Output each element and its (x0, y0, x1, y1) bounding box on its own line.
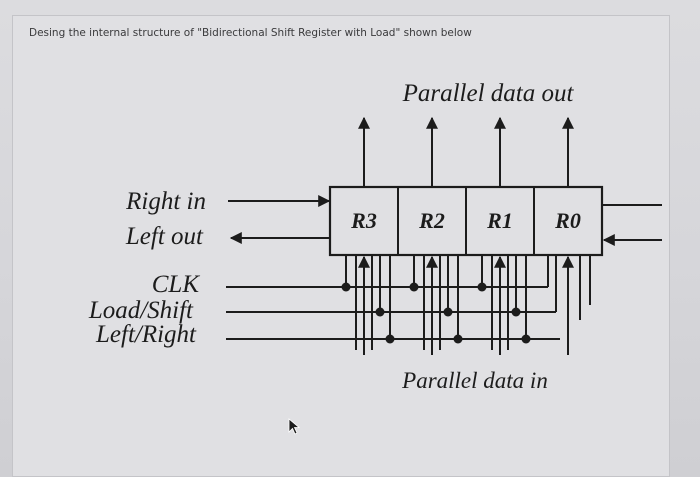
input-wiring (345, 255, 591, 355)
register-r1-label: R1 (486, 208, 513, 233)
question-text: Desing the internal structure of "Bidire… (29, 27, 472, 39)
clk-label: CLK (152, 271, 201, 298)
junction-dots (341, 282, 531, 344)
register-r2-label: R2 (418, 208, 445, 233)
parallel-data-out-label: Parallel data out (402, 80, 575, 107)
question-card: Desing the internal structure of "Bidire… (12, 15, 670, 477)
pointer-cursor-icon (288, 418, 301, 435)
control-lines (226, 286, 560, 340)
register-r0-label: R0 (554, 208, 581, 233)
register-r3-label: R3 (350, 208, 377, 233)
left-right-label: Left/Right (95, 321, 197, 348)
parallel-data-in-label: Parallel data in (401, 368, 548, 393)
serial-io-lines (228, 195, 662, 246)
left-out-label: Left out (125, 223, 204, 250)
register-block: R3 R2 R1 R0 (328, 185, 604, 257)
load-shift-label: Load/Shift (88, 297, 194, 324)
parallel-out-arrows (358, 116, 574, 187)
right-in-label: Right in (125, 188, 206, 215)
